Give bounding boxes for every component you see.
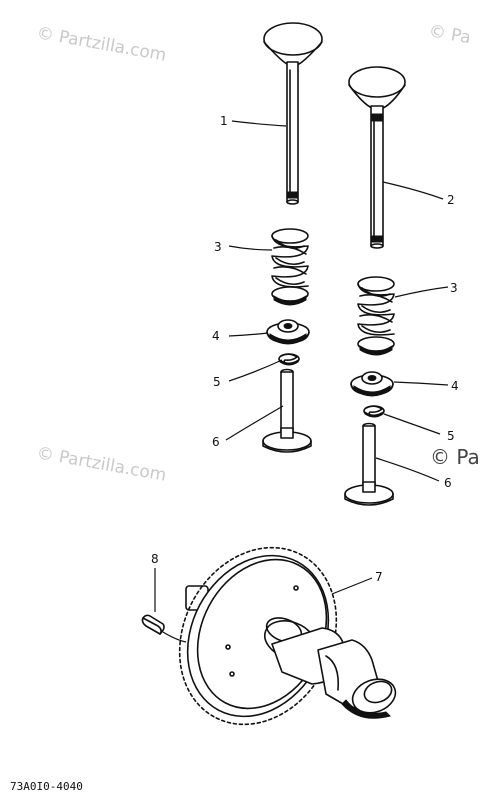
callout-3-left: 3 (214, 240, 222, 254)
part-retainer-right (350, 371, 394, 397)
leader-lines (154, 120, 449, 643)
callout-6-left: 6 (212, 435, 220, 449)
part-valve-left (263, 22, 323, 205)
part-pin (141, 614, 165, 635)
watermark-top-left: © Partzilla.com (35, 23, 168, 65)
watermark-mid-left: © Partzilla.com (35, 443, 168, 485)
callout-8: 8 (151, 552, 159, 566)
callout-5-left: 5 (213, 375, 221, 389)
diagram-code: 73A0I0-4040 (10, 780, 83, 793)
part-tappet-left (262, 368, 312, 453)
callout-4-left: 4 (212, 329, 220, 343)
callout-7: 7 (375, 570, 383, 584)
part-valve-right (348, 66, 406, 249)
callout-5-right: 5 (447, 429, 455, 443)
watermark-mid-right: © Pa (430, 445, 480, 469)
callout-3-right: 3 (450, 281, 458, 295)
part-tappet-right (344, 422, 394, 506)
part-spring-right (357, 276, 395, 356)
callout-6-right: 6 (444, 476, 452, 490)
watermark-top-right: © Pa (427, 21, 472, 48)
callout-numbers: 1 2 3 3 4 4 5 5 6 6 7 8 (151, 114, 459, 584)
part-clip-left (278, 353, 300, 366)
callout-1: 1 (220, 114, 228, 128)
callout-2: 2 (447, 193, 455, 207)
part-retainer-left (266, 319, 310, 345)
callout-4-right: 4 (451, 379, 459, 393)
part-clip-right (363, 405, 385, 418)
part-spring-left (271, 228, 309, 306)
part-camshaft-gear (178, 546, 397, 726)
